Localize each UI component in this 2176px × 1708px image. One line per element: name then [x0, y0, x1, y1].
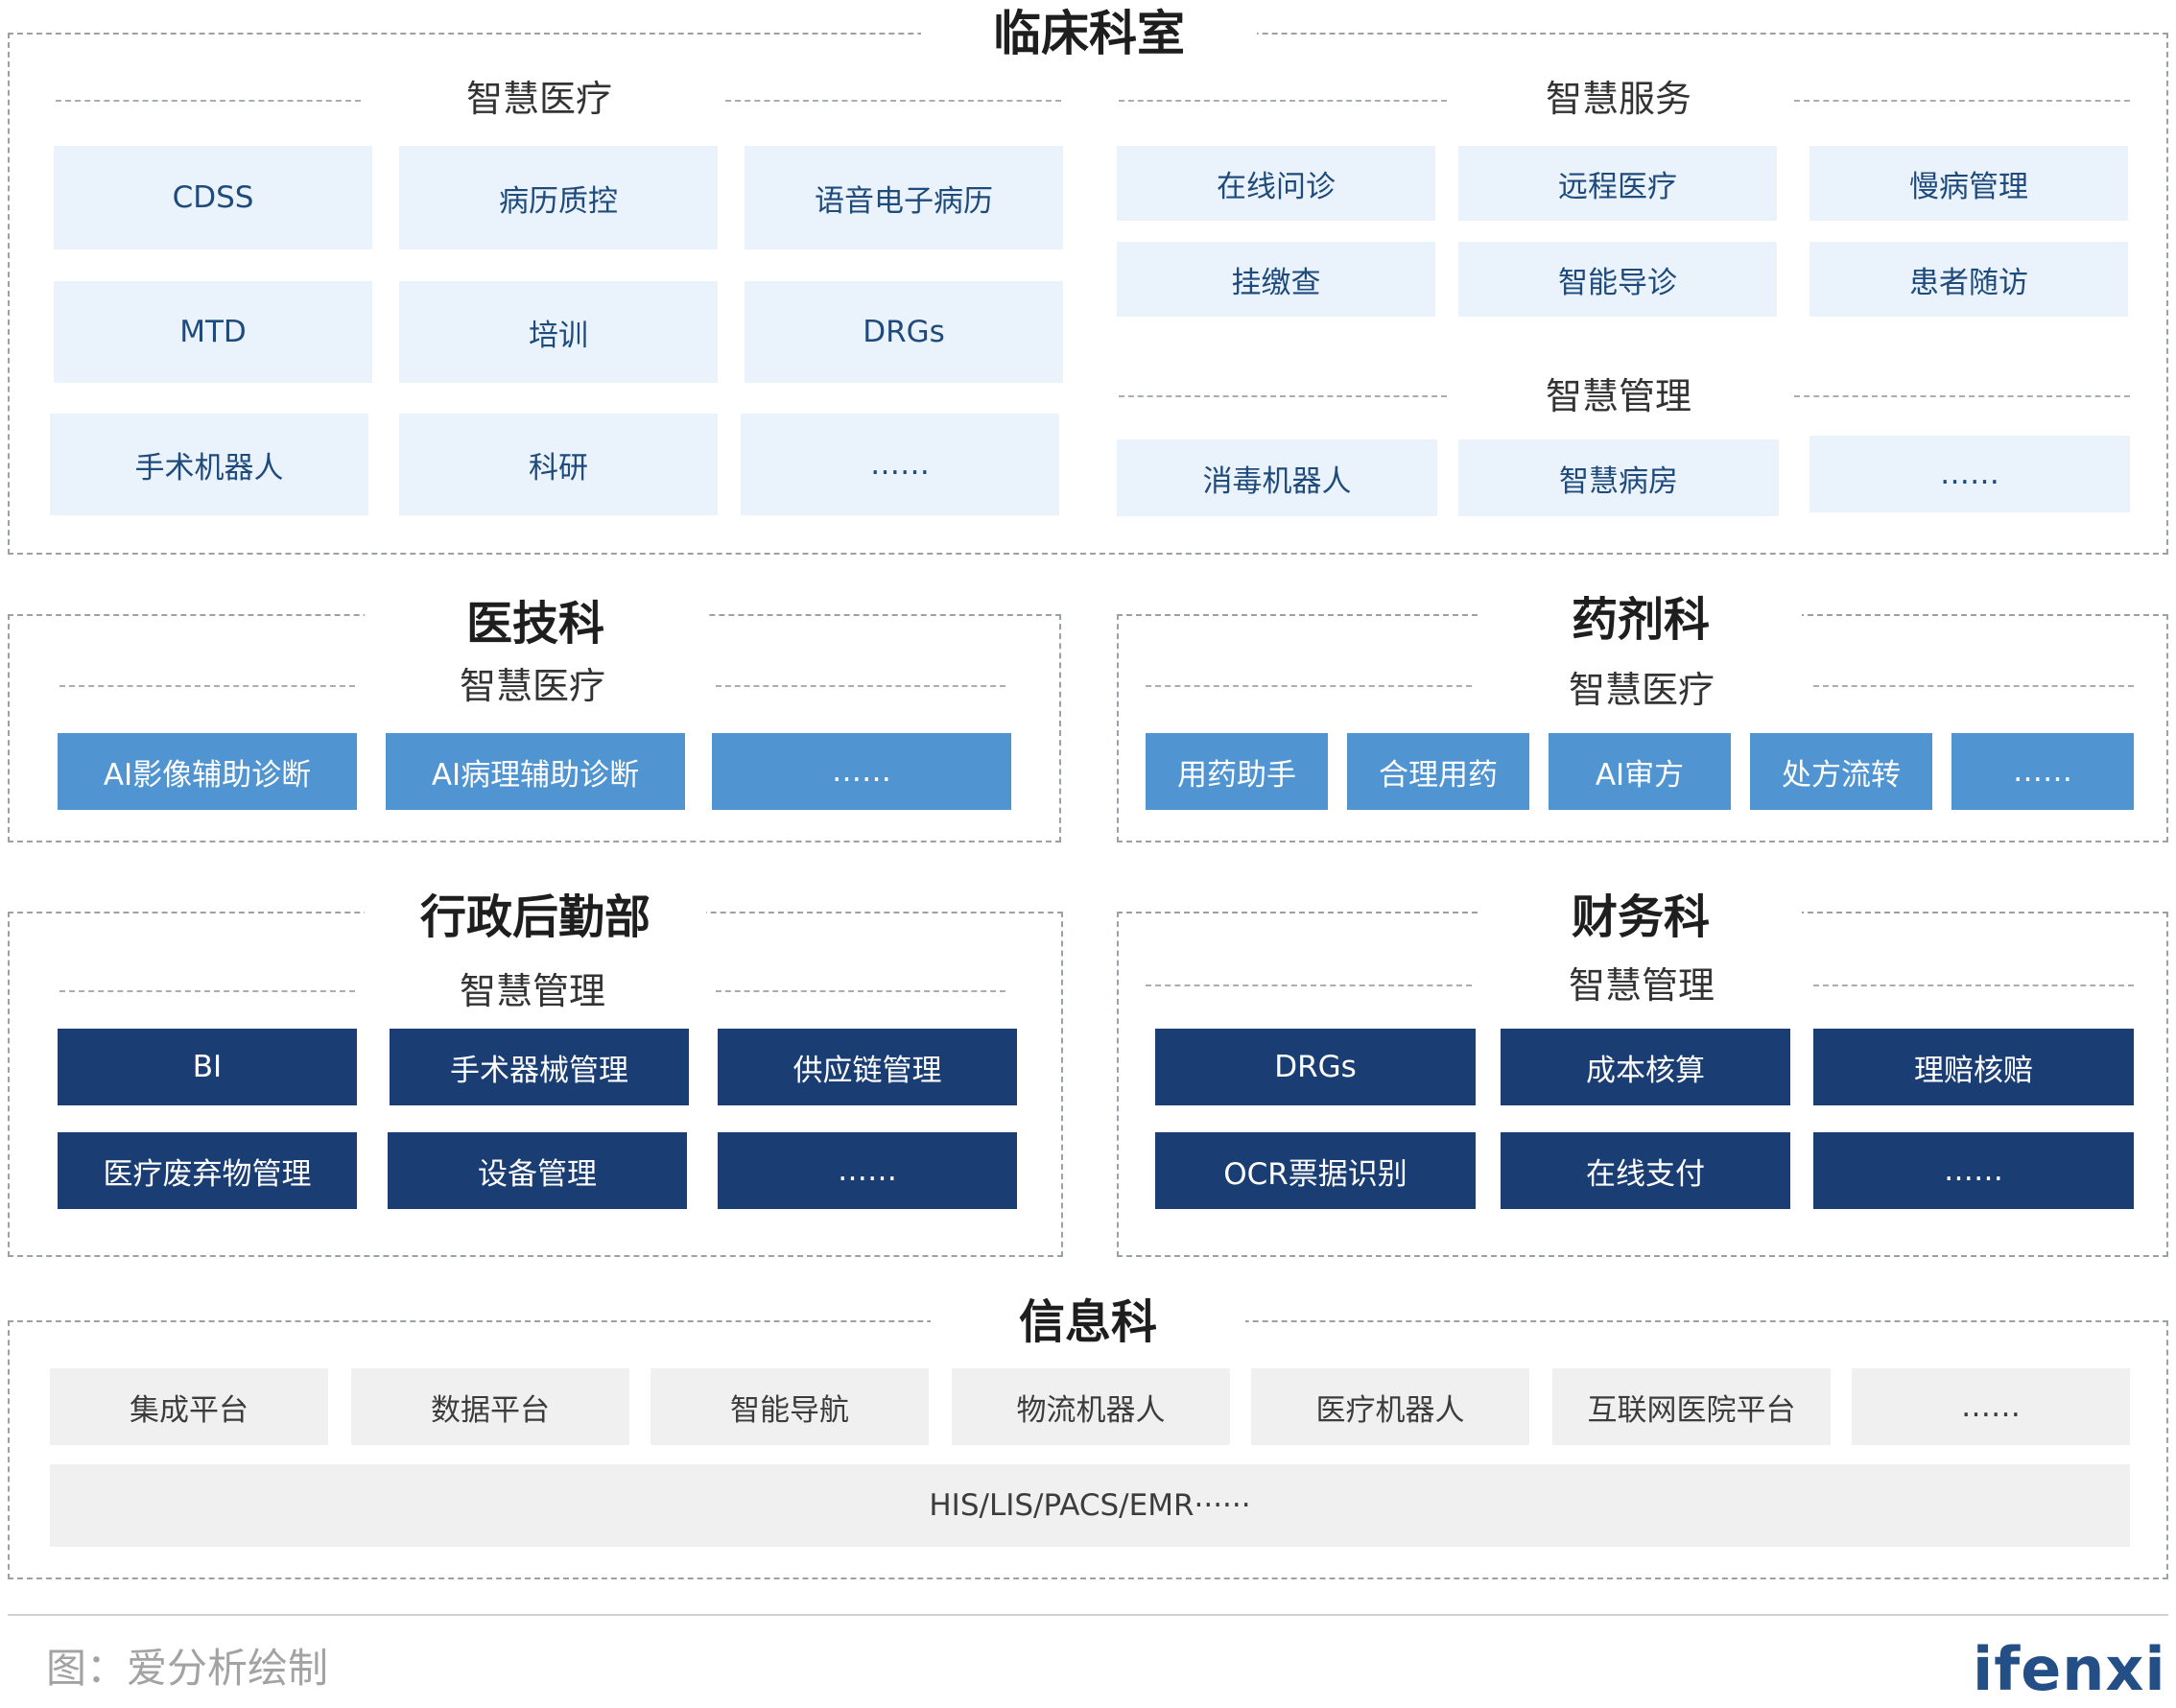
divider: [1119, 100, 1447, 102]
clinical-medical-tile: 病历质控: [399, 146, 718, 249]
medtech-title: 医技科: [365, 593, 706, 654]
divider: [716, 685, 1005, 687]
clinical-management-tile: ……: [1809, 436, 2130, 512]
pharmacy-tile: AI审方: [1549, 733, 1731, 810]
it-tile: 数据平台: [351, 1368, 629, 1445]
divider: [1813, 685, 2134, 687]
clinical-medical-tile: CDSS: [54, 146, 372, 249]
medtech-tile: AI病理辅助诊断: [386, 733, 685, 810]
clinical-medical-tile: 语音电子病历: [745, 146, 1063, 249]
clinical-service-title: 智慧服务: [1545, 78, 1691, 120]
medtech-tile: ……: [712, 733, 1011, 810]
pharmacy-tile: 用药助手: [1146, 733, 1328, 810]
clinical-title: 临床科室: [921, 2, 1257, 65]
clinical-medical-title: 智慧医疗: [465, 78, 612, 120]
admin-tile: 供应链管理: [718, 1029, 1017, 1105]
admin-tile: ……: [718, 1132, 1017, 1209]
admin-subtitle: 智慧管理: [459, 970, 605, 1012]
divider: [1146, 685, 1472, 687]
ifenxi-logo: ifenxi: [1973, 1634, 2166, 1704]
divider: [56, 100, 361, 102]
finance-tile: 理赔核赔: [1813, 1029, 2134, 1105]
pharmacy-title: 药剂科: [1479, 589, 1802, 651]
it-tile: 智能导航: [650, 1368, 929, 1445]
divider: [1146, 984, 1472, 986]
clinical-management-title: 智慧管理: [1545, 375, 1691, 417]
pharmacy-tile: ……: [1951, 733, 2134, 810]
figure-caption: 图：爱分析绘制: [46, 1645, 329, 1692]
clinical-management-tile: 智慧病房: [1458, 439, 1779, 516]
clinical-medical-tile: DRGs: [745, 281, 1063, 383]
finance-subtitle: 智慧管理: [1568, 964, 1715, 1007]
admin-title: 行政后勤部: [365, 887, 706, 948]
it-title: 信息科: [931, 1292, 1245, 1353]
clinical-medical-tile: 手术机器人: [50, 414, 368, 515]
divider: [1813, 984, 2134, 986]
it-tile: 医疗机器人: [1251, 1368, 1529, 1445]
admin-tile: BI: [58, 1029, 357, 1105]
admin-tile: 手术器械管理: [390, 1029, 689, 1105]
footer-divider: [8, 1614, 2168, 1616]
admin-tile: 医疗废弃物管理: [58, 1132, 357, 1209]
clinical-medical-tile: 培训: [399, 281, 718, 383]
it-tile: 物流机器人: [952, 1368, 1230, 1445]
clinical-management-tile: 消毒机器人: [1117, 439, 1437, 516]
finance-tile: 在线支付: [1501, 1132, 1790, 1209]
finance-tile: 成本核算: [1501, 1029, 1790, 1105]
clinical-service-tile: 智能导诊: [1458, 242, 1777, 317]
divider: [59, 990, 355, 992]
it-tile: 互联网医院平台: [1552, 1368, 1831, 1445]
clinical-medical-tile: ……: [741, 414, 1059, 515]
medtech-subtitle: 智慧医疗: [459, 665, 605, 707]
medtech-tile: AI影像辅助诊断: [58, 733, 357, 810]
divider: [725, 100, 1061, 102]
it-tile: 集成平台: [50, 1368, 328, 1445]
pharmacy-tile: 合理用药: [1347, 733, 1529, 810]
clinical-service-tile: 远程医疗: [1458, 146, 1777, 221]
it-base-platform: HIS/LIS/PACS/EMR······: [50, 1464, 2130, 1547]
clinical-service-tile: 在线问诊: [1117, 146, 1435, 221]
finance-title: 财务科: [1479, 887, 1802, 948]
finance-tile: OCR票据识别: [1155, 1132, 1476, 1209]
divider: [1794, 100, 2130, 102]
divider: [1119, 395, 1447, 397]
divider: [1794, 395, 2130, 397]
pharmacy-tile: 处方流转: [1750, 733, 1932, 810]
divider: [59, 685, 355, 687]
clinical-service-tile: 慢病管理: [1809, 146, 2128, 221]
finance-tile: DRGs: [1155, 1029, 1476, 1105]
clinical-service-tile: 患者随访: [1809, 242, 2128, 317]
clinical-service-tile: 挂缴查: [1117, 242, 1435, 317]
clinical-medical-tile: MTD: [54, 281, 372, 383]
admin-tile: 设备管理: [388, 1132, 687, 1209]
it-tile: ……: [1852, 1368, 2130, 1445]
pharmacy-subtitle: 智慧医疗: [1568, 669, 1715, 711]
clinical-medical-tile: 科研: [399, 414, 718, 515]
divider: [716, 990, 1005, 992]
finance-tile: ……: [1813, 1132, 2134, 1209]
